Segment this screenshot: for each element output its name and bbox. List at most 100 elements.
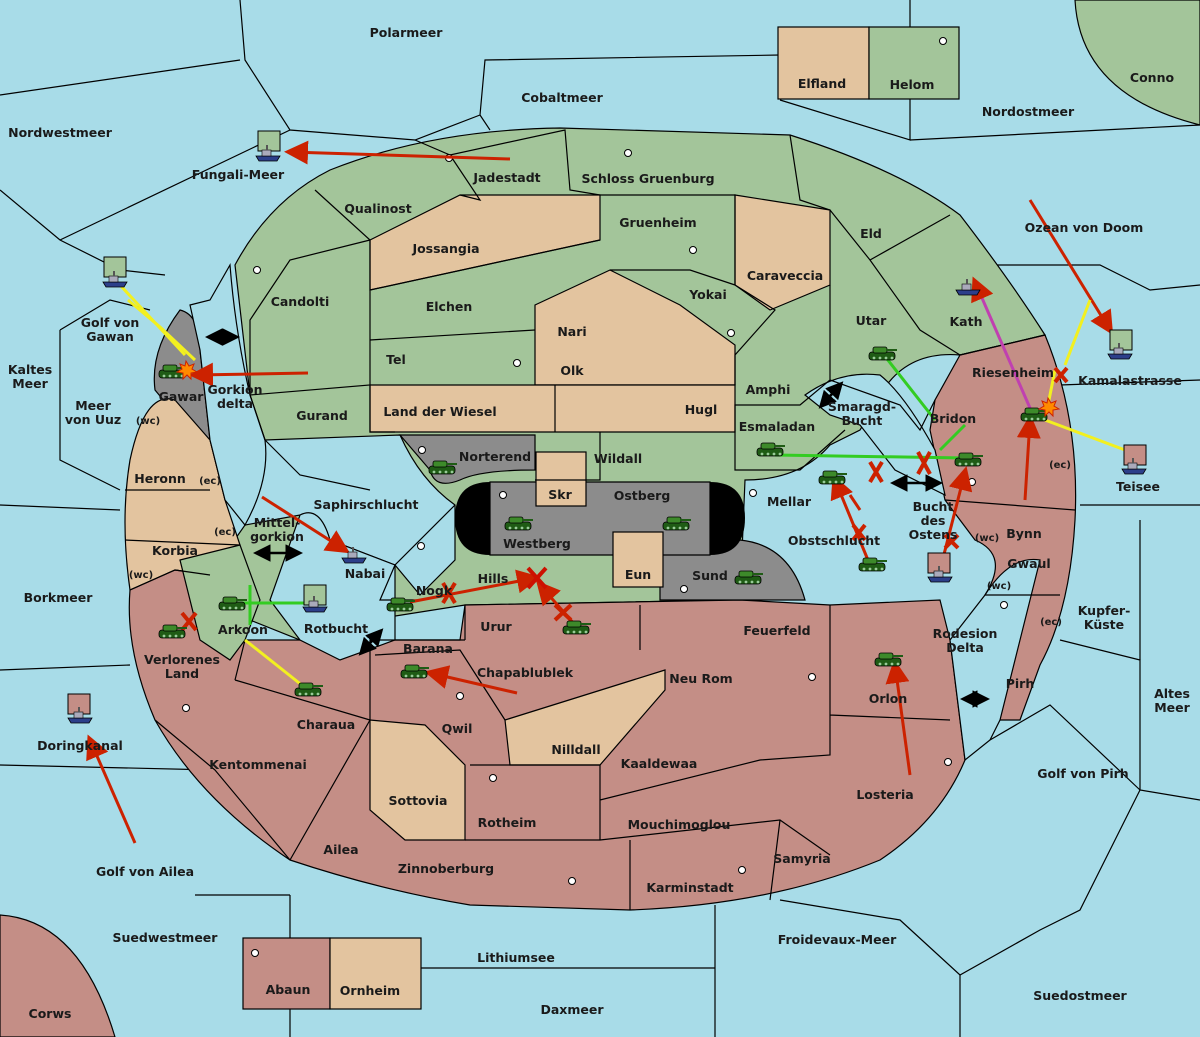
- supply-center-icon: [689, 246, 697, 254]
- explosion-icon: [1037, 396, 1061, 418]
- province-label: Olk: [560, 363, 584, 378]
- sea-label: Golf von Ailea: [96, 864, 194, 879]
- sea-label: Helom: [890, 77, 935, 92]
- sea-label: Froidevaux-Meer: [778, 932, 897, 947]
- sea-label: Rotbucht: [304, 621, 368, 636]
- sea-label: Conno: [1130, 70, 1175, 85]
- supply-center-icon: [944, 758, 952, 766]
- fleet-icon: [255, 130, 281, 162]
- province-label: Gruenheim: [619, 215, 696, 230]
- province-label: Skr: [548, 487, 572, 502]
- province-label: Kath: [950, 314, 983, 329]
- fleet-icon: [1107, 329, 1133, 360]
- province-label: Utar: [856, 313, 888, 328]
- swap-arrow-icon: [205, 328, 990, 708]
- province-label: Kentommenai: [209, 757, 307, 772]
- province-label: Jossangia: [411, 241, 479, 256]
- sea-label: Suedostmeer: [1033, 988, 1127, 1003]
- supply-center-icon: [513, 359, 521, 367]
- explosion-icon: [175, 359, 199, 381]
- coast-labels: (ec) (wc) (ec) (wc) (ec) (wc) (wc) (ec): [129, 416, 1071, 628]
- sea-label: Kamalastrasse: [1078, 373, 1182, 388]
- province-label: Tel: [386, 352, 406, 367]
- province-label: Samyria: [773, 851, 831, 866]
- ornheim-island: [329, 937, 422, 1010]
- coast-label: (wc): [129, 570, 153, 581]
- supply-center-icon: [1000, 601, 1008, 609]
- sea-label: Nabai: [345, 566, 386, 581]
- province-label: Qualinost: [344, 201, 411, 216]
- province-label: Chapablublek: [477, 665, 574, 680]
- province-label: Barana: [403, 641, 453, 656]
- sea-label: Borkmeer: [24, 590, 94, 605]
- coast-label: (wc): [987, 581, 1011, 592]
- province-label: Amphi: [746, 382, 791, 397]
- supply-center-icon: [489, 774, 497, 782]
- province-label: Candolti: [271, 294, 330, 309]
- province-label: Schloss Gruenburg: [581, 171, 714, 186]
- sea-label: Lithiumsee: [477, 950, 555, 965]
- province-label: Nari: [557, 324, 586, 339]
- province-label: Esmaladan: [739, 419, 815, 434]
- sea-label: Mittel-gorkion: [250, 515, 304, 544]
- sea-label: Daxmeer: [540, 1002, 604, 1017]
- fleet-icon: [302, 584, 328, 613]
- province-label: Qwil: [442, 721, 473, 736]
- supply-center-icon: [680, 585, 688, 593]
- province-label: Wildall: [594, 451, 642, 466]
- coast-label: (ec): [1049, 460, 1071, 471]
- province-label: Karminstadt: [646, 880, 733, 895]
- army-icon: [818, 470, 848, 485]
- province-label: Eun: [625, 567, 651, 582]
- province-label: Feuerfeld: [743, 623, 810, 638]
- province-label: Norterend: [459, 449, 531, 464]
- elfland-island: [777, 26, 870, 100]
- sea-label: Corws: [29, 1006, 72, 1021]
- province-label: Ailea: [323, 842, 358, 857]
- supply-centers: [182, 37, 1008, 957]
- fleet-icon: [67, 693, 93, 724]
- supply-center-icon: [624, 149, 632, 157]
- supply-center-icon: [968, 478, 976, 486]
- orders: [86, 140, 1126, 844]
- sea-label: Fungali-Meer: [192, 167, 285, 182]
- supply-center-icon: [182, 704, 190, 712]
- units: [67, 130, 1147, 724]
- supply-center-icon: [749, 489, 757, 497]
- sea-label: Nordwestmeer: [8, 125, 113, 140]
- sea-label: Cobaltmeer: [521, 90, 603, 105]
- supply-center-icon: [456, 692, 464, 700]
- province-label: Hills: [478, 571, 509, 586]
- coast-label: (wc): [136, 416, 160, 427]
- supply-center-icon: [499, 491, 507, 499]
- sea-label: Nordostmeer: [982, 104, 1075, 119]
- coast-label: (ec): [214, 527, 236, 538]
- supply-center-icon: [418, 446, 426, 454]
- sea-label: Smaragd-Bucht: [828, 399, 896, 428]
- province-label: Ostberg: [614, 488, 671, 503]
- province-label: Mellar: [767, 494, 812, 509]
- province-label: Korbia: [152, 543, 198, 558]
- province-label: Caraveccia: [747, 268, 823, 283]
- sea-labels: Polarmeer Cobaltmeer Nordwestmeer Nordos…: [8, 25, 1191, 1021]
- supply-center-icon: [939, 37, 947, 45]
- province-label: Bridon: [930, 411, 976, 426]
- province-label: Saphirschlucht: [314, 497, 419, 512]
- province-label: Bynn: [1006, 526, 1041, 541]
- sea-label: Ozean von Doom: [1025, 220, 1144, 235]
- sea-label: Golf von Pirh: [1037, 766, 1128, 781]
- province-label: Jadestadt: [472, 170, 540, 185]
- conno-land: [1074, 0, 1200, 126]
- sea-label: Elfland: [798, 76, 846, 91]
- province-labels: Jadestadt Schloss Gruenburg Qualinost Jo…: [134, 170, 1054, 895]
- supply-center-icon: [738, 866, 746, 874]
- province-label: Orlon: [869, 691, 908, 706]
- province-label: Heronn: [134, 471, 186, 486]
